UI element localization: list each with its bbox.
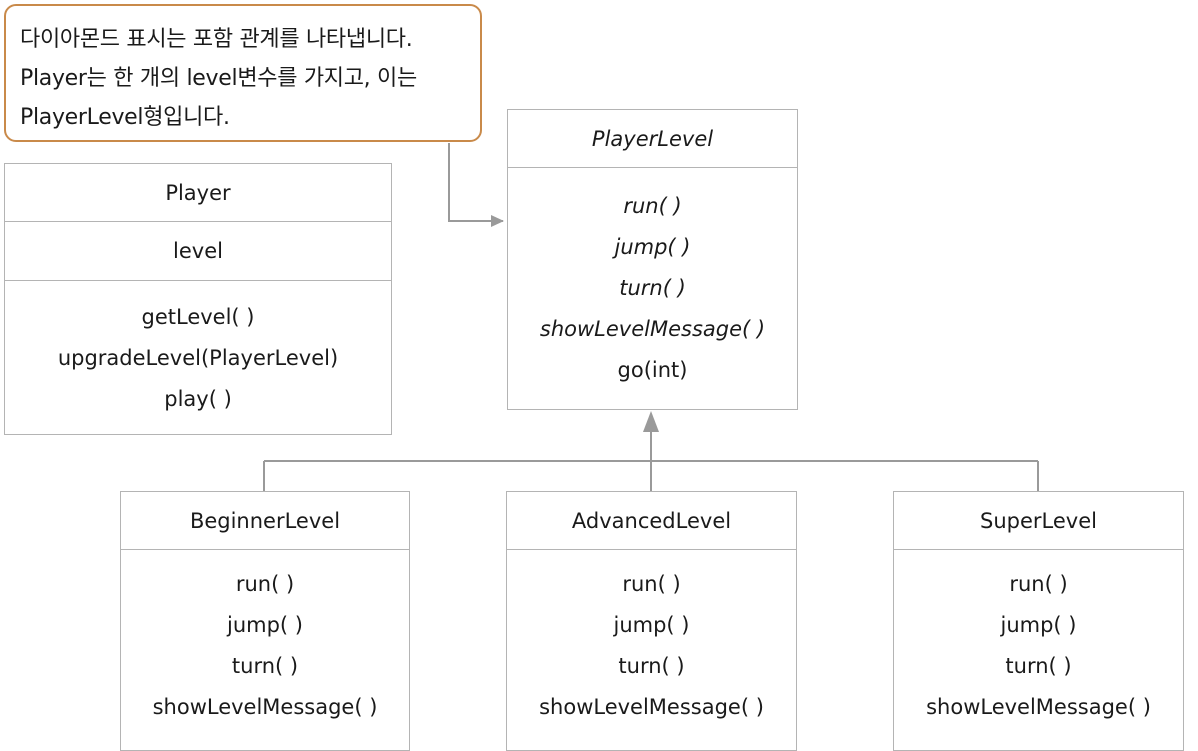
player-level-class-name: PlayerLevel [591,126,714,151]
class-name-section: PlayerLevel [508,110,797,168]
beginner-operation: jump( ) [227,613,303,637]
super-operation: run( ) [1009,572,1068,596]
player-class-box: Player level getLevel( ) upgradeLevel(Pl… [4,163,392,435]
player-class-name: Player [165,180,231,205]
inheritance-arrowhead [643,411,659,432]
advanced-level-class-name: AdvancedLevel [571,508,732,533]
operations-section: run( ) jump( ) turn( ) showLevelMessage(… [508,168,797,409]
note-callout: 다이아몬드 표시는 포함 관계를 나타냅니다. Player는 한 개의 lev… [4,4,482,142]
player-operation: upgradeLevel(PlayerLevel) [57,346,339,370]
beginner-operation: showLevelMessage( ) [152,695,378,719]
beginner-operation: run( ) [235,572,295,596]
super-operation: showLevelMessage( ) [926,695,1151,719]
player-operation: getLevel( ) [141,305,255,329]
note-line-1: 다이아몬드 표시는 포함 관계를 나타냅니다. [20,27,413,52]
abstract-operation: showLevelMessage( ) [539,317,766,341]
abstract-operation: run( ) [623,194,682,218]
operations-section: run( ) jump( ) turn( ) showLevelMessage(… [121,550,409,750]
super-level-class-box: SuperLevel run( ) jump( ) turn( ) showLe… [893,491,1184,751]
super-operation: turn( ) [1005,654,1072,678]
note-line-2: Player는 한 개의 level변수를 가지고, 이는 [20,66,417,91]
class-name-section: Player [5,164,391,222]
class-name-section: AdvancedLevel [507,492,796,550]
operations-section: run( ) jump( ) turn( ) showLevelMessage(… [507,550,796,750]
class-name-section: BeginnerLevel [121,492,409,550]
attribute-section: level [5,222,391,281]
advanced-level-class-box: AdvancedLevel run( ) jump( ) turn( ) sho… [506,491,797,751]
advanced-operation: showLevelMessage( ) [539,695,764,719]
beginner-operation: turn( ) [231,654,299,678]
player-level-class-box: PlayerLevel run( ) jump( ) turn( ) showL… [507,109,798,410]
class-name-section: SuperLevel [894,492,1183,550]
advanced-operation: jump( ) [613,613,690,637]
player-operation: play( ) [164,387,232,411]
advanced-operation: turn( ) [618,654,685,678]
concrete-operation: go(int) [617,358,688,382]
abstract-operation: jump( ) [614,235,691,259]
super-operation: jump( ) [1000,613,1077,637]
note-line-3: PlayerLevel형입니다. [20,105,230,130]
beginner-level-class-name: BeginnerLevel [189,508,341,533]
beginner-level-class-box: BeginnerLevel run( ) jump( ) turn( ) sho… [120,491,410,751]
player-attribute-level: level [173,239,223,263]
operations-section: getLevel( ) upgradeLevel(PlayerLevel) pl… [5,281,391,434]
abstract-operation: turn( ) [619,276,686,300]
note-pointer-arrow [448,143,504,227]
super-level-class-name: SuperLevel [980,508,1097,533]
advanced-operation: run( ) [622,572,681,596]
operations-section: run( ) jump( ) turn( ) showLevelMessage(… [894,550,1183,750]
